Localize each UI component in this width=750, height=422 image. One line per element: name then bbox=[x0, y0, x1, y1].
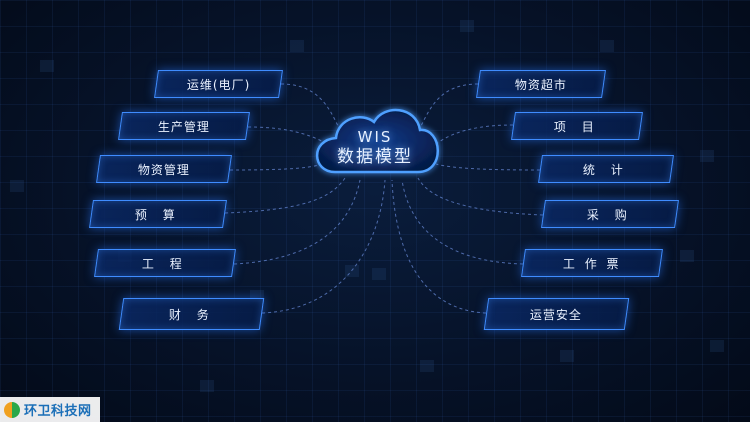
node-label: 物资超市 bbox=[514, 77, 567, 92]
cloud-shape bbox=[315, 108, 439, 174]
node-label: 项 目 bbox=[554, 119, 600, 134]
node-label: 财 务 bbox=[168, 307, 215, 322]
node-engineering: 工 程 bbox=[94, 249, 236, 277]
node-label: 采 购 bbox=[587, 207, 633, 222]
node-work-ticket: 工 作 票 bbox=[521, 249, 663, 277]
cloud-title: WIS bbox=[357, 128, 393, 146]
leaf-icon bbox=[4, 401, 20, 418]
cloud-label: WIS 数据模型 bbox=[315, 128, 435, 168]
node-budget: 预 算 bbox=[89, 200, 227, 228]
node-label: 生产管理 bbox=[157, 119, 210, 134]
node-label: 预 算 bbox=[135, 207, 181, 222]
node-procurement: 采 购 bbox=[541, 200, 679, 228]
node-label: 运维(电厂) bbox=[186, 77, 251, 92]
watermark-text: 环卫科技网 bbox=[24, 404, 92, 419]
node-operation-safety: 运营安全 bbox=[483, 298, 630, 330]
node-label: 统 计 bbox=[583, 162, 629, 177]
node-ops-power-plant: 运维(电厂) bbox=[154, 70, 283, 98]
node-label: 物资管理 bbox=[137, 162, 190, 177]
node-label: 运营安全 bbox=[530, 307, 583, 322]
node-finance: 财 务 bbox=[118, 298, 265, 330]
node-label: 工 程 bbox=[142, 256, 188, 271]
cloud-subtitle: 数据模型 bbox=[337, 147, 413, 167]
node-statistics: 统 计 bbox=[538, 155, 674, 183]
watermark-logo: 环卫科技网 bbox=[0, 397, 100, 422]
node-project: 项 目 bbox=[511, 112, 643, 140]
node-materials-management: 物资管理 bbox=[96, 155, 232, 183]
node-production-management: 生产管理 bbox=[118, 112, 250, 140]
node-materials-market: 物资超市 bbox=[476, 70, 606, 98]
node-label: 工 作 票 bbox=[562, 256, 622, 271]
